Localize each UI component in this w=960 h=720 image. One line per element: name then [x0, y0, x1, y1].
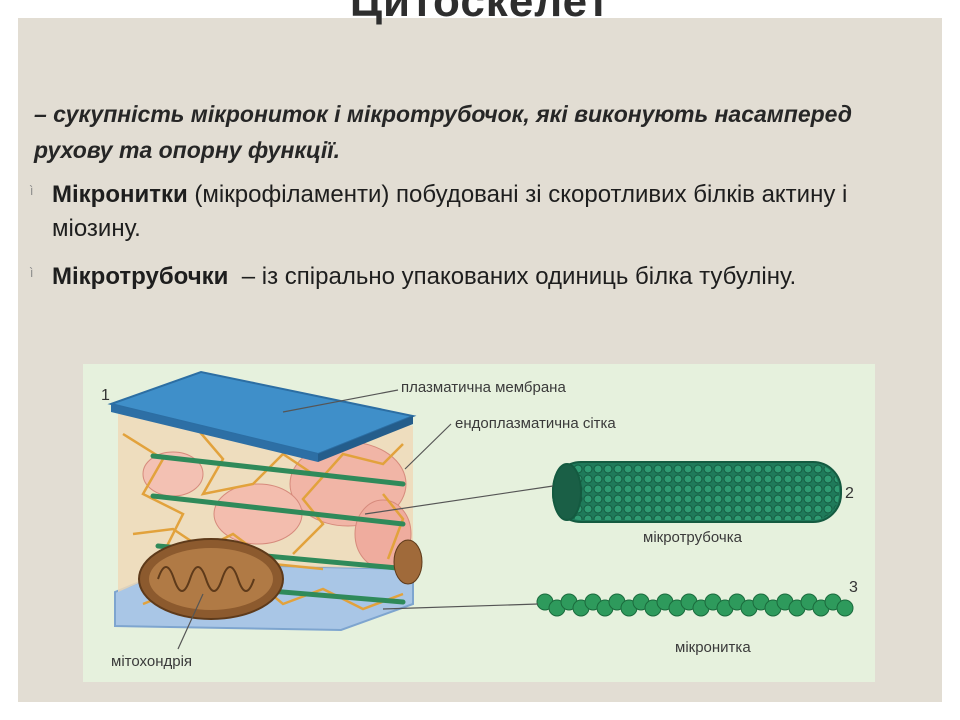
figure-number-3: 3	[849, 579, 858, 596]
slide-title: Цитоскелет	[349, 0, 611, 26]
bullet-microtubules: ì Мікротрубочки – із спірально упаковани…	[30, 260, 930, 294]
bullet-term: Мікронитки	[52, 181, 188, 208]
top-membrane-edge	[111, 404, 318, 462]
mitochondrion	[138, 538, 284, 620]
label-microtubule: мікротрубочка	[643, 529, 743, 546]
bullet-list: ì Мікронитки (мікрофіламенти) побудовані…	[30, 178, 930, 308]
microtubule-illustration	[552, 461, 842, 523]
top-membrane-edge	[318, 416, 413, 462]
bullet-term: Мікротрубочки	[52, 263, 229, 290]
bullet-text: Мікротрубочки – із спірально упакованих …	[52, 260, 930, 294]
label-microfilament: мікронитка	[675, 639, 751, 656]
label-mitochondria: мітохондрія	[111, 653, 192, 670]
er-tube	[393, 539, 423, 585]
bullet-marker: ì	[30, 266, 34, 280]
label-plasma-membrane: плазматична мембрана	[401, 379, 566, 396]
intro-definition: – сукупність мікрониток і мікротрубочок,…	[34, 101, 852, 163]
label-er: ендоплазматична сітка	[455, 415, 616, 432]
figure-number-2: 2	[845, 485, 854, 502]
bullet-microfilaments: ì Мікронитки (мікрофіламенти) побудовані…	[30, 178, 930, 246]
cytoskeleton-illustration: 1 плазматична мембрана ендоплазматична с…	[101, 370, 858, 670]
figure-number-1: 1	[101, 387, 110, 404]
bullet-marker: ì	[30, 184, 34, 198]
leader-lines	[177, 389, 554, 650]
cytoskeleton-figure: 1 плазматична мембрана ендоплазматична с…	[83, 364, 875, 682]
microfilament-illustration	[536, 593, 854, 617]
er-blob	[213, 483, 303, 545]
bullet-description: – із спірально упакованих одиниць білка …	[228, 263, 797, 290]
bullet-description: (мікрофіламенти) побудовані зі скоротлив…	[52, 181, 848, 242]
bullet-text: Мікронитки (мікрофіламенти) побудовані з…	[52, 178, 930, 246]
